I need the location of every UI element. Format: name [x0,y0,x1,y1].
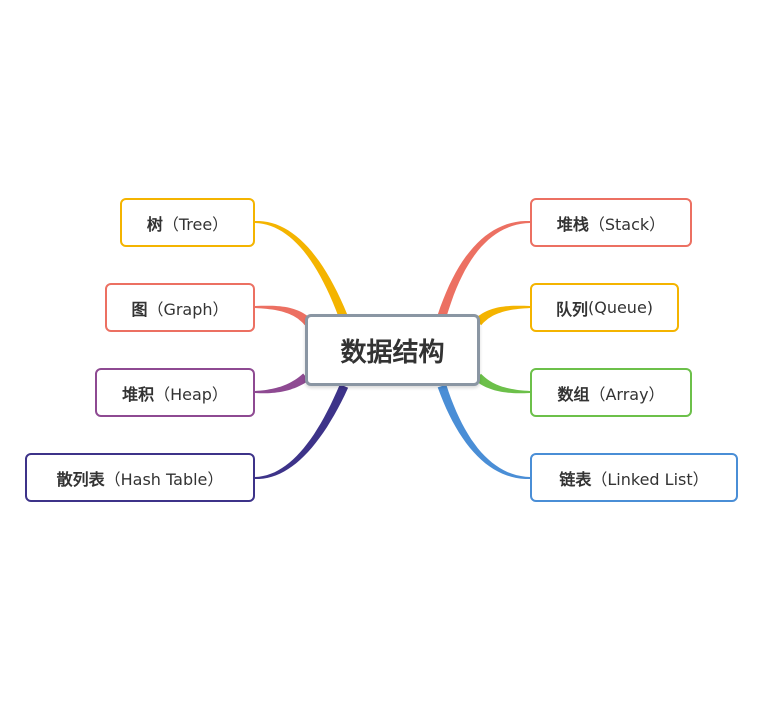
topic-heap[interactable]: 堆积（Heap） [95,368,255,417]
topic-graph-en: （Graph） [147,299,229,319]
topic-queue-zh: 队列 [555,299,588,319]
connector-heap [255,373,309,394]
topic-array-en: （Array） [589,384,665,404]
connector-hash-table [255,384,349,479]
topic-stack-en: （Stack） [588,214,666,234]
topic-queue[interactable]: 队列(Queue) [530,283,679,332]
topic-tree-zh: 树 [146,214,163,234]
topic-tree-en: （Tree） [162,214,229,234]
connector-tree [255,221,348,318]
topic-hash-table-zh: 散列表 [56,469,105,489]
connectors [255,221,530,479]
topic-graph[interactable]: 图（Graph） [105,283,255,332]
connector-stack [437,221,530,318]
topic-tree[interactable]: 树（Tree） [120,198,255,247]
topic-linked-list-zh: 链表 [559,469,592,489]
topic-linked-list-en: （Linked List） [591,469,709,489]
topic-hash-table[interactable]: 散列表（Hash Table） [25,453,255,502]
topic-queue-en: (Queue) [587,298,654,317]
topic-stack-zh: 堆栈 [556,214,589,234]
central-topic[interactable]: 数据结构 [305,314,480,386]
connector-graph [255,305,312,326]
topic-heap-en: （Heap） [154,384,228,404]
connector-linked-list [437,384,530,479]
topic-hash-table-en: （Hash Table） [104,469,224,489]
topic-array-zh: 数组 [557,384,590,404]
topic-stack[interactable]: 堆栈（Stack） [530,198,692,247]
connector-array [475,373,530,394]
connector-queue [474,305,530,326]
topic-heap-zh: 堆积 [122,384,155,404]
topic-linked-list[interactable]: 链表（Linked List） [530,453,738,502]
central-topic-label: 数据结构 [340,337,445,368]
topic-array[interactable]: 数组（Array） [530,368,692,417]
topic-graph-zh: 图 [131,299,148,319]
